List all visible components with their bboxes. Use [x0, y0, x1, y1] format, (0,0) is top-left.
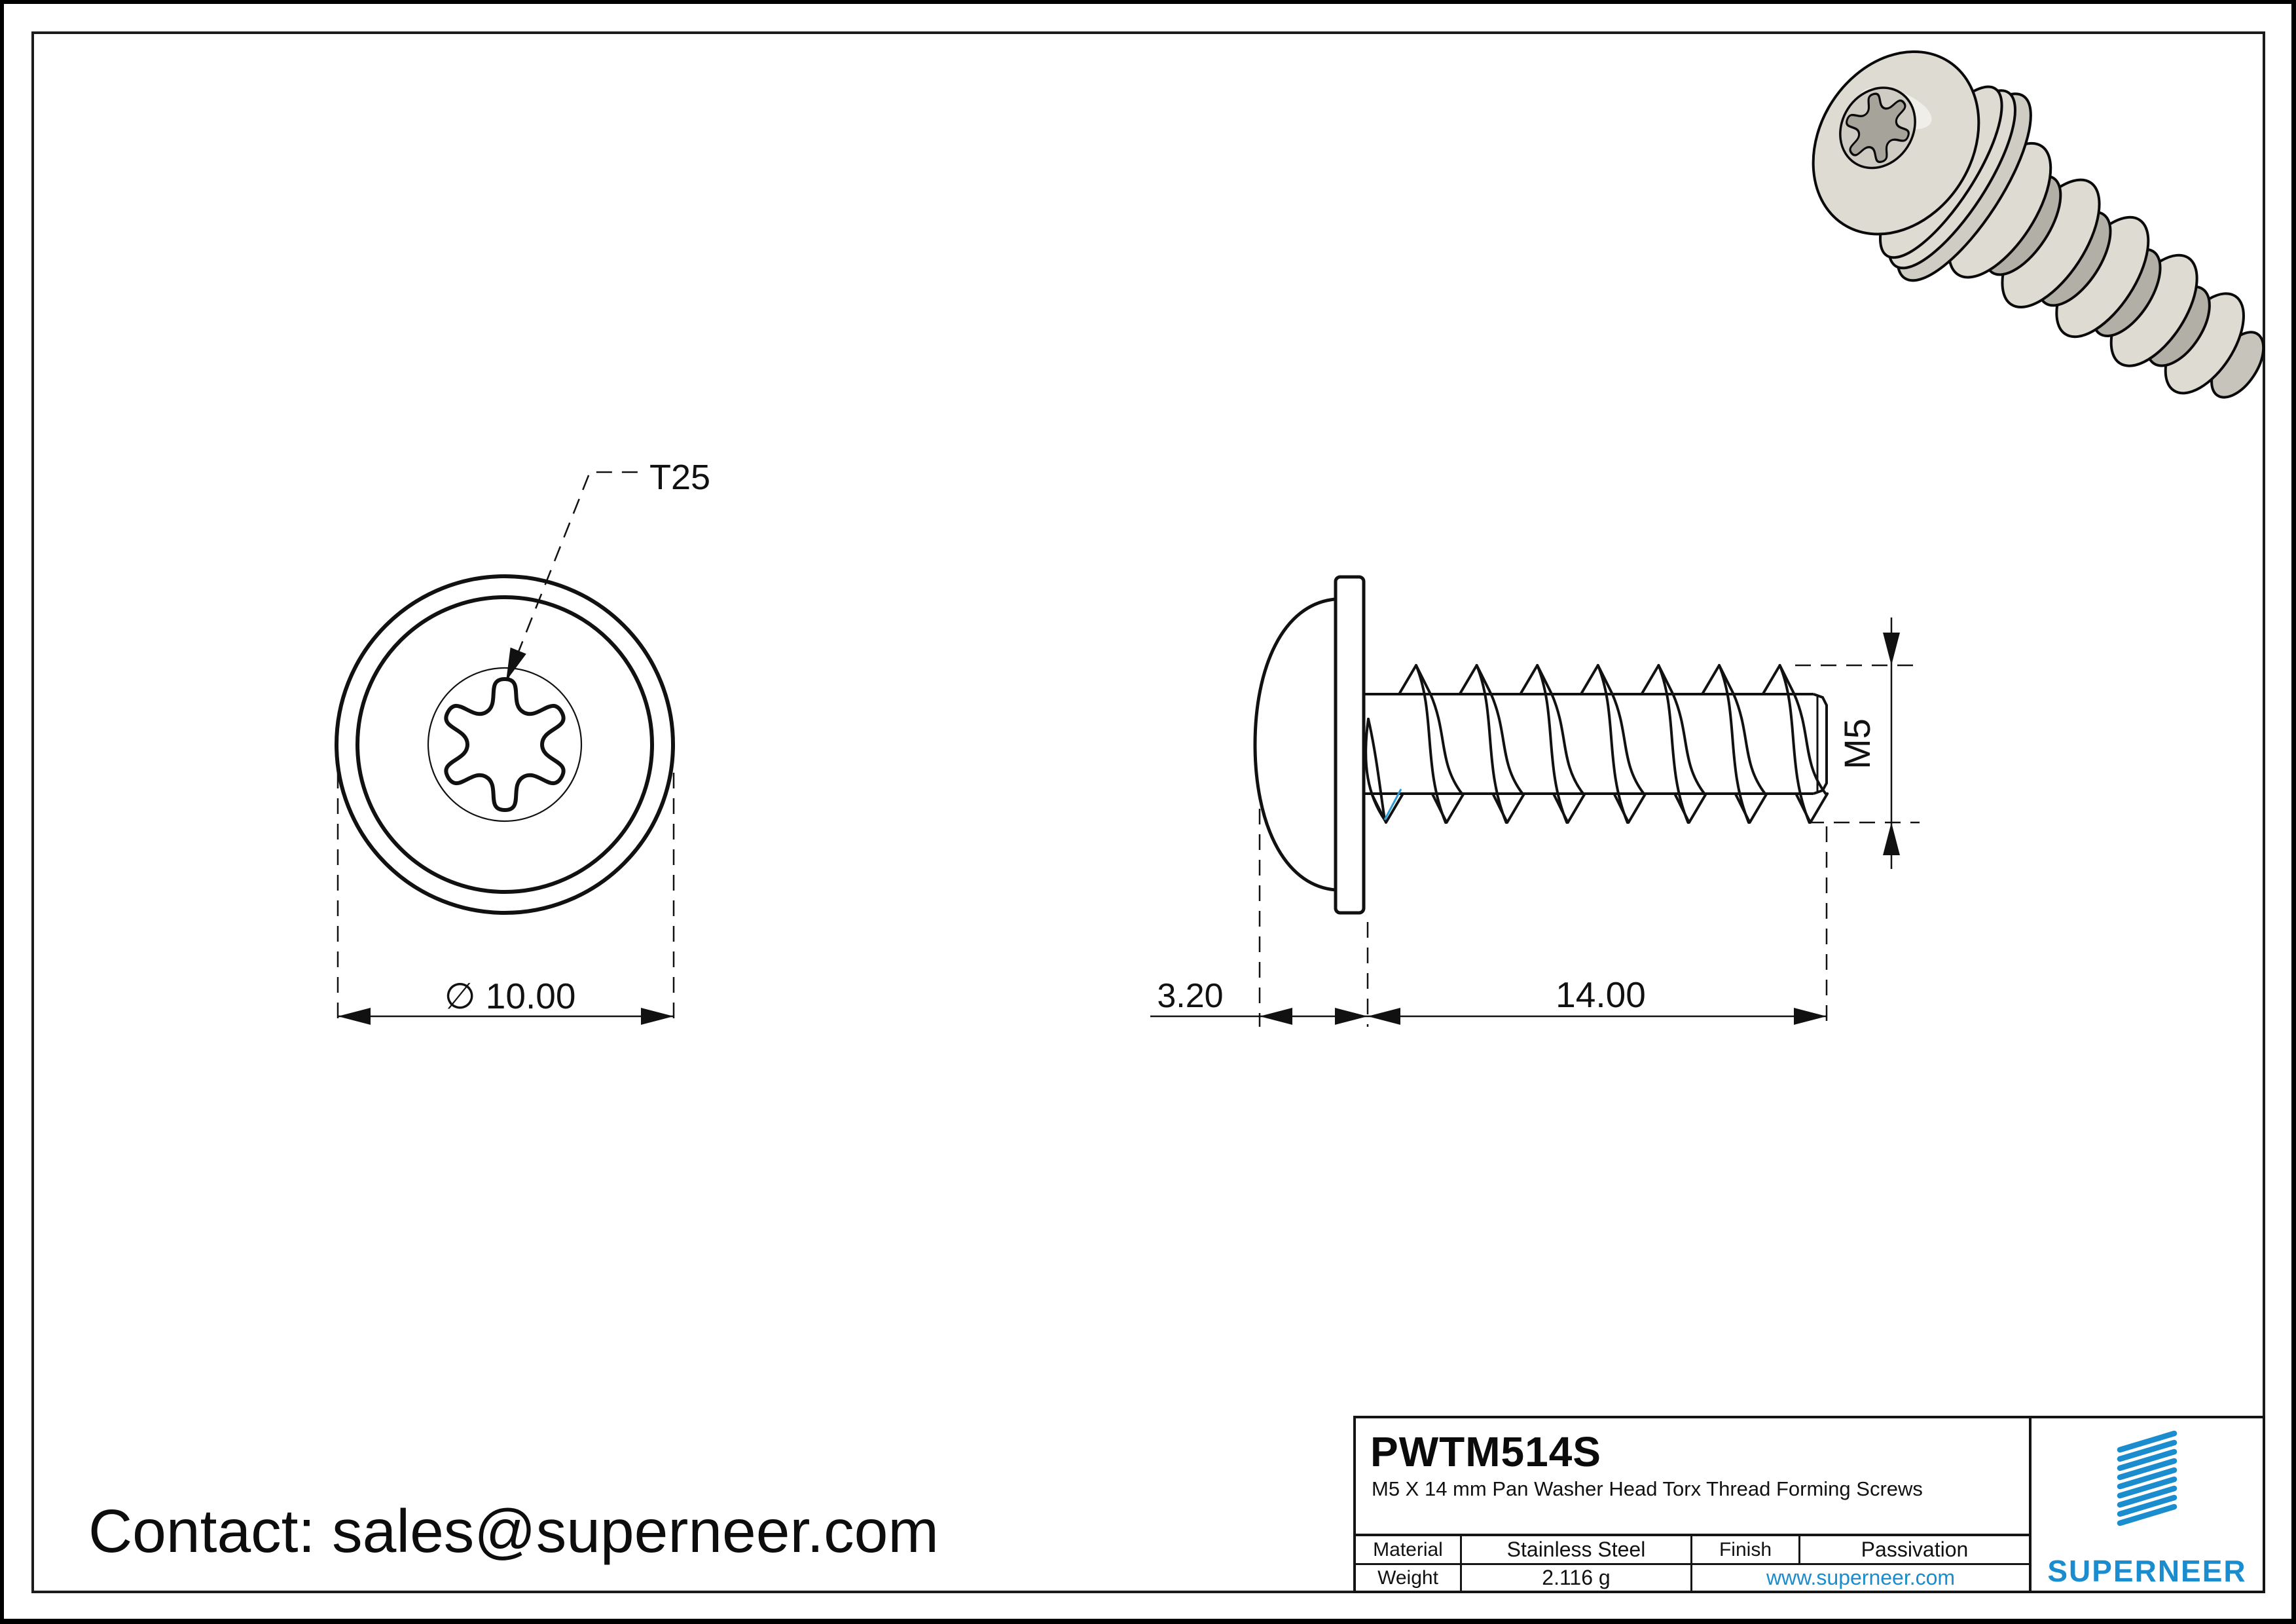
title-block-row-material: Material Stainless Steel Finish Passivat… [1356, 1534, 2029, 1563]
material-value: Stainless Steel [1460, 1536, 1690, 1563]
dimension-thread-size: M5 [1795, 618, 1920, 869]
brand-name: SUPERNEER [2047, 1554, 2247, 1588]
sheet-edge-top [0, 0, 2296, 4]
website-link[interactable]: www.superneer.com [1690, 1565, 2029, 1591]
sheet-edge-right [2291, 0, 2296, 1624]
sheet-edge-bottom [0, 1619, 2296, 1624]
side-view: 3.20 14.00 M5 [1150, 575, 1920, 1027]
weight-label: Weight [1377, 1566, 1438, 1589]
dimension-diameter: ∅ 10.00 [337, 773, 675, 1027]
head-height-label: 3.20 [1157, 977, 1223, 1015]
dimension-head-height: 3.20 [1150, 809, 1369, 1027]
title-block-row-weight: Weight 2.116 g www.superneer.com [1356, 1563, 2029, 1591]
thread-length-label: 14.00 [1556, 974, 1646, 1015]
torx-socket-3d [1846, 92, 1910, 163]
weight-value: 2.116 g [1460, 1565, 1690, 1591]
screw-3d-render [1812, 50, 2265, 399]
torx-recess-outline [444, 676, 566, 813]
thread-size-label: M5 [1836, 718, 1878, 769]
brand-logo-cell: SUPERNEER [2029, 1418, 2263, 1591]
brand-logo-icon [2117, 1430, 2178, 1526]
part-description: M5 X 14 mm Pan Washer Head Torx Thread F… [1372, 1477, 1923, 1500]
material-label: Material [1373, 1538, 1443, 1560]
leader-drive-size: T25 [506, 458, 710, 681]
finish-label: Finish [1690, 1536, 1798, 1563]
drive-size-label: T25 [649, 458, 710, 497]
sheet-edge-left [0, 0, 4, 1624]
title-block: PWTM514S M5 X 14 mm Pan Washer Head Torx… [1353, 1416, 2265, 1593]
thread-profile [1364, 664, 1829, 824]
contact-line: Contact: sales@superneer.com [88, 1497, 939, 1565]
dimension-thread-length: 14.00 [1368, 826, 1828, 1027]
drawing-frame [31, 31, 2265, 1593]
part-number: PWTM514S [1370, 1428, 1601, 1475]
diameter-label: ∅ 10.00 [445, 976, 576, 1016]
finish-value: Passivation [1798, 1536, 2029, 1563]
front-view: ∅ 10.00 T25 [335, 458, 710, 1027]
